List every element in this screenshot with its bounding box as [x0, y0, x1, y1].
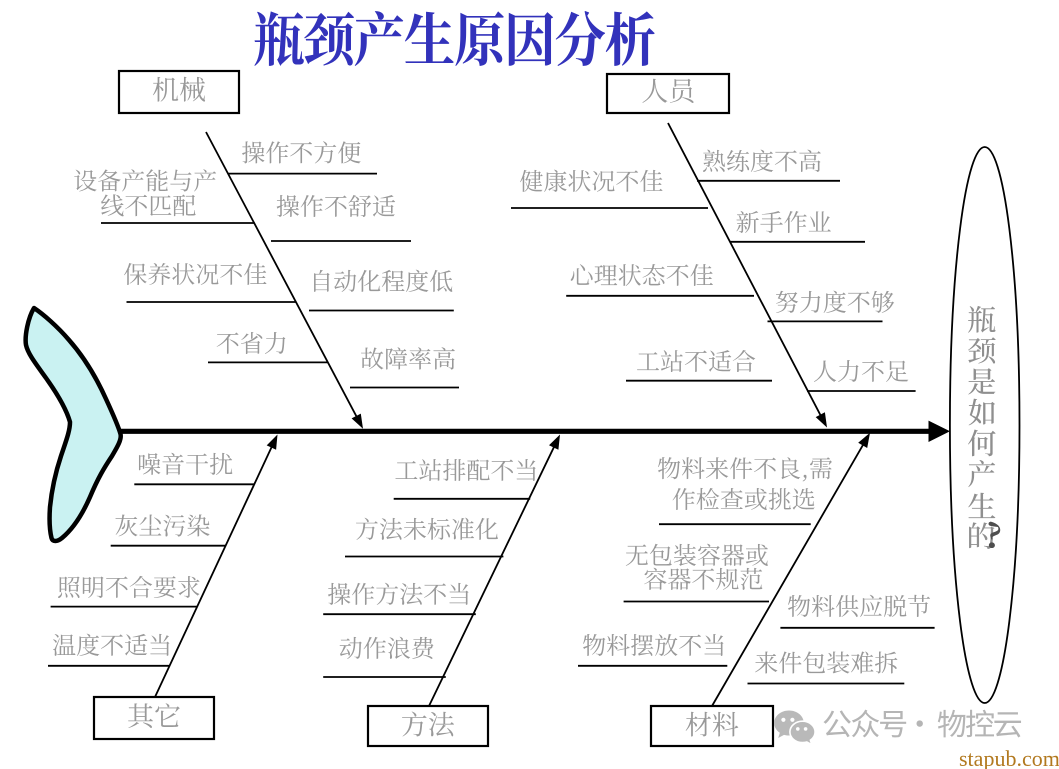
svg-text:stapub.com: stapub.com: [959, 746, 1059, 769]
